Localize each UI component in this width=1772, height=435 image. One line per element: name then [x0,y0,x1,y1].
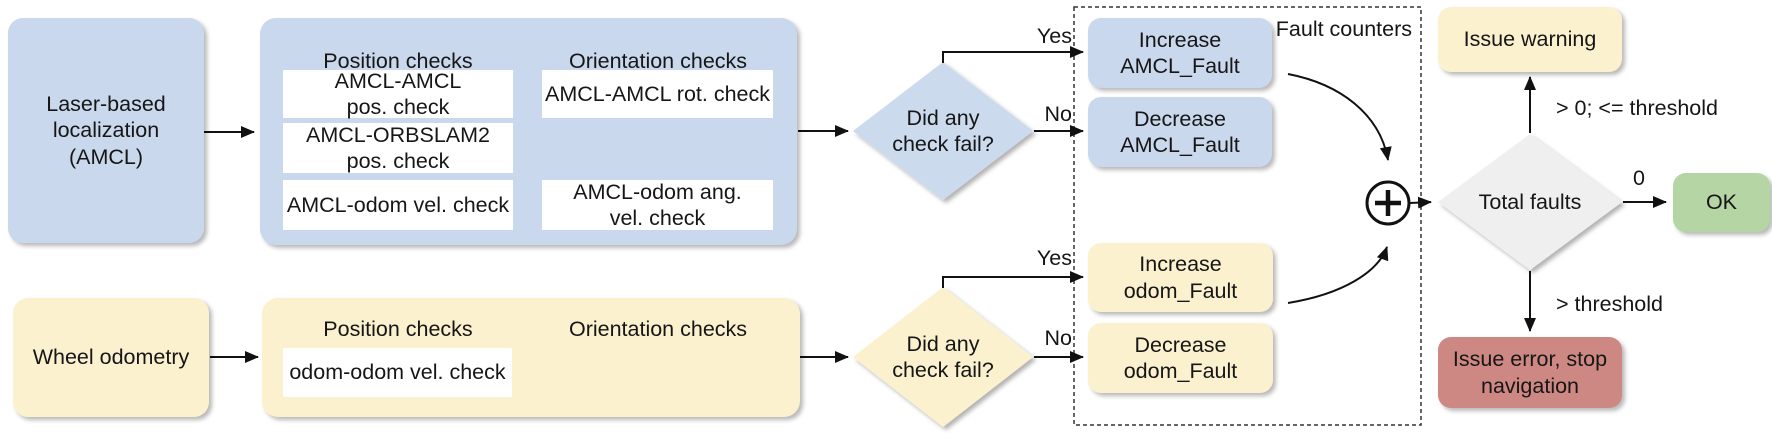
check-item-label: AMCL-ORBSLAM2 pos. check [306,122,490,173]
decrease-amcl-fault-box: Decrease AMCL_Fault [1088,97,1272,167]
check-item-label: AMCL-odom vel. check [286,192,510,217]
increase-amcl-fault-label: Increase AMCL_Fault [1120,27,1240,78]
amcl-decision-label: Did any check fail? [892,105,994,156]
arrow-odom-yes [942,271,1084,288]
error-condition-label: > threshold [1556,292,1663,316]
issue-error-box: Issue error, stop navigation [1438,337,1622,408]
increase-amcl-fault-box: Increase AMCL_Fault [1088,18,1272,88]
ok-condition-label: 0 [1633,166,1645,190]
total-faults-diamond [1438,134,1622,270]
amcl-source-label: Laser-based localization (AMCL) [46,92,166,169]
amcl-position-checks-header: Position checks [323,49,473,73]
check-item-label: AMCL-AMCL pos. check [334,68,462,119]
warning-condition-label: > 0; <= threshold [1556,96,1718,120]
increase-odom-fault-label: Increase odom_Fault [1123,252,1238,303]
amcl-decision-diamond [853,62,1033,200]
amcl-source-box: Laser-based localization (AMCL) [8,18,204,243]
check-item-label: AMCL-AMCL rot. check [544,81,770,106]
odom-no-label: No [1044,326,1072,350]
amcl-no-label: No [1044,102,1072,126]
odom-position-checks-header: Position checks [323,317,473,341]
fault-counters-label: Fault counters [1275,17,1412,41]
fault-counters-dashed-box [1073,6,1422,426]
arrow-amcl-yes [942,46,1084,63]
check-item-label: AMCL-odom ang. vel. check [573,179,742,230]
curve-amcl-fault-to-sum [1287,73,1392,161]
odom-source-box: Wheel odometry [13,298,209,417]
check-item: AMCL-AMCL rot. check [542,70,773,118]
odom-decision-diamond [853,287,1033,427]
issue-warning-box: Issue warning [1438,7,1622,72]
arrow-sum-to-total [1409,196,1432,209]
total-faults-label: Total faults [1478,189,1582,214]
decrease-amcl-fault-label: Decrease AMCL_Fault [1120,106,1240,157]
amcl-yes-label: Yes [1036,24,1072,48]
odom-yes-label: Yes [1036,246,1072,270]
check-item: odom-odom vel. check [283,348,512,397]
ok-label: OK [1705,190,1738,215]
amcl-orientation-checks-header: Orientation checks [568,49,748,73]
odom-decision-label: Did any check fail? [892,331,994,382]
curve-odom-fault-to-sum [1287,246,1389,304]
check-item: AMCL-odom vel. check [283,180,513,230]
odom-orientation-checks-header: Orientation checks [568,317,748,341]
sum-icon [1365,180,1411,226]
check-item-label: odom-odom vel. check [289,360,506,385]
amcl-checks-panel: Position checks Orientation checks AMCL-… [260,18,797,245]
check-item: AMCL-odom ang. vel. check [542,180,773,230]
issue-error-label: Issue error, stop navigation [1452,347,1608,398]
increase-odom-fault-box: Increase odom_Fault [1088,243,1273,312]
check-item: AMCL-ORBSLAM2 pos. check [283,123,513,173]
odom-source-label: Wheel odometry [32,345,190,370]
issue-warning-label: Issue warning [1463,27,1597,52]
decrease-odom-fault-box: Decrease odom_Fault [1088,323,1273,393]
decrease-odom-fault-label: Decrease odom_Fault [1123,332,1238,383]
ok-box: OK [1673,173,1770,232]
odom-checks-panel: Position checks Orientation checks odom-… [262,298,800,417]
check-item: AMCL-AMCL pos. check [283,68,513,119]
